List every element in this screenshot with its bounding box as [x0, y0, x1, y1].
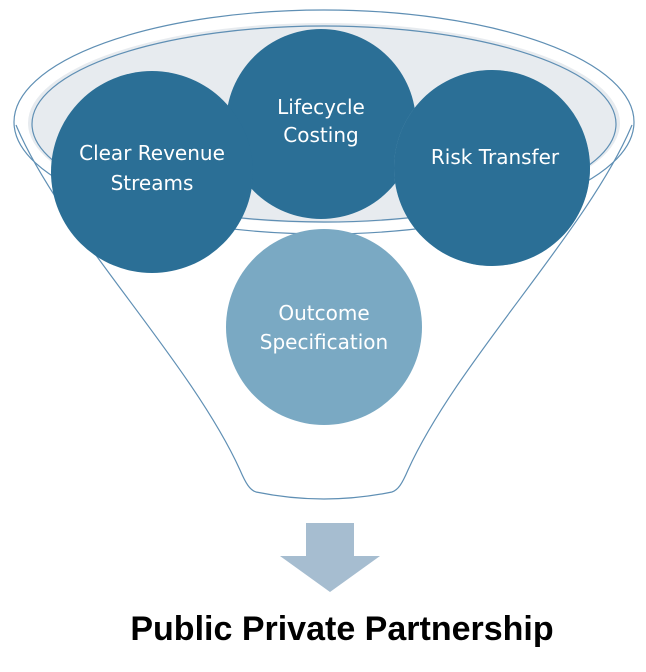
- circle-label-line1: Lifecycle: [277, 95, 365, 119]
- circle-label-line1: Risk Transfer: [431, 145, 560, 169]
- funnel-cone-right: [391, 124, 633, 493]
- circle-label-line2: Streams: [111, 171, 194, 195]
- circle-label-line1: Outcome: [278, 301, 369, 325]
- result-title: Public Private Partnership: [130, 610, 553, 648]
- funnel-rim-inner: [31, 25, 617, 223]
- funnel-spout: [255, 491, 393, 500]
- circle-label-line2: Specification: [260, 330, 388, 354]
- circle-label-line1: Clear Revenue: [79, 141, 225, 165]
- down-arrow-icon: [280, 523, 380, 592]
- circle-risk-transfer: Risk Transfer: [394, 70, 590, 266]
- circle-lifecycle-costing: Lifecycle Costing: [226, 29, 416, 219]
- circle-label-line2: Costing: [283, 123, 358, 147]
- circle-clear-revenue-streams: Clear Revenue Streams: [51, 71, 253, 273]
- circle-outcome-specification: Outcome Specification: [226, 229, 422, 425]
